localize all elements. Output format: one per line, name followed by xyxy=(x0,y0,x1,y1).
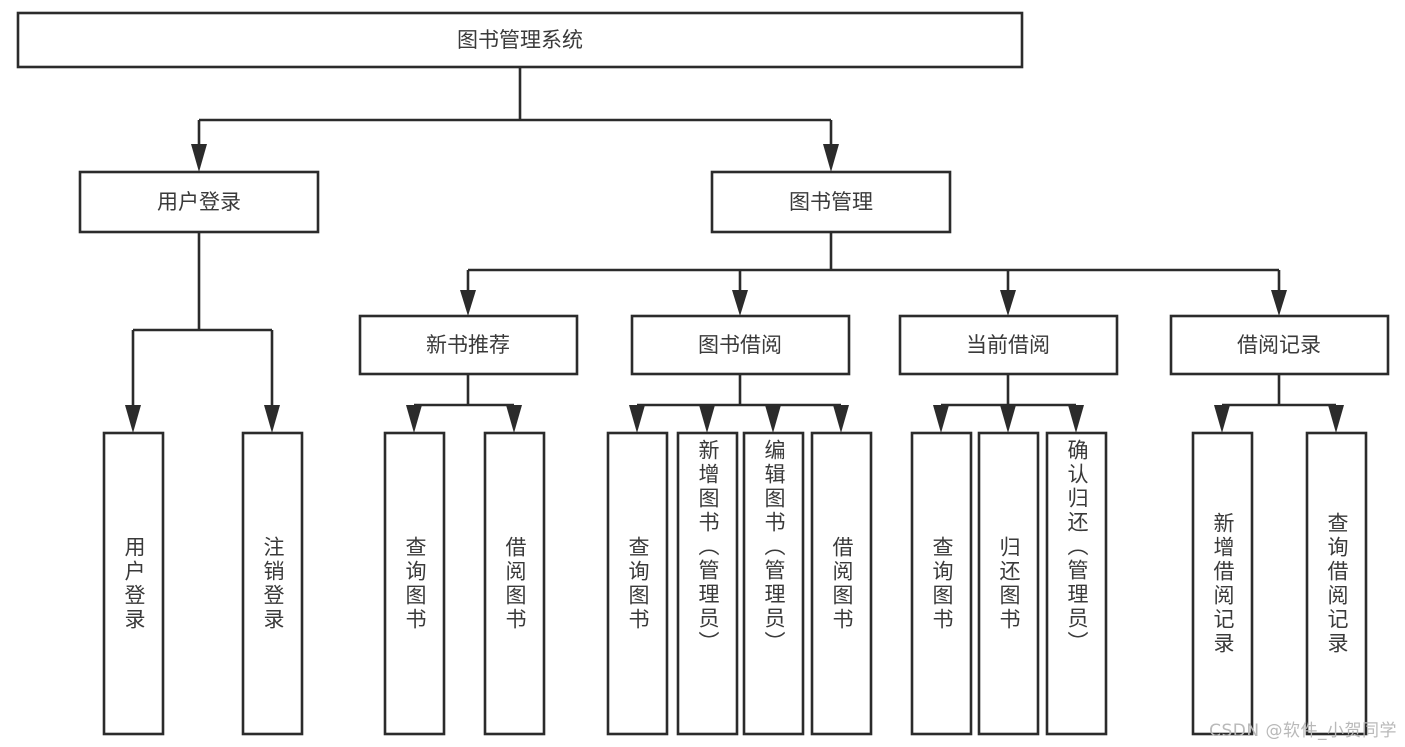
leaf-box-query-book-2[interactable] xyxy=(606,431,669,736)
connector-bookmanage-to-level3 xyxy=(460,232,1287,316)
new-book-recommend-box xyxy=(358,314,579,376)
connector-borrowrecord-to-leaves xyxy=(1214,374,1344,433)
connector-newbook-to-leaves xyxy=(406,374,522,433)
connector-currentborrow-to-leaves xyxy=(933,374,1084,433)
leaf-box-add-book-admin[interactable] xyxy=(676,431,739,736)
book-manage-label: 图书管理 xyxy=(789,190,873,214)
arrow-to-user-login xyxy=(191,144,207,172)
arrow-to-book-manage xyxy=(823,144,839,172)
connector-root-to-level2 xyxy=(191,67,839,172)
node-root[interactable]: 图书管理系统 xyxy=(16,11,1024,69)
current-borrow-label: 当前借阅 xyxy=(966,333,1050,357)
root-label: 图书管理系统 xyxy=(457,28,583,52)
leaf-box-user-login[interactable] xyxy=(102,431,165,736)
current-borrow-box xyxy=(898,314,1119,376)
node-new-book-recommend[interactable]: 新书推荐 xyxy=(358,314,579,376)
book-borrow-label: 图书借阅 xyxy=(698,333,782,357)
connector-userlogin-to-leaves xyxy=(125,232,280,433)
leaf-box-add-borrow-record[interactable] xyxy=(1191,431,1254,736)
root-box xyxy=(16,11,1024,69)
new-book-recommend-label: 新书推荐 xyxy=(426,333,510,357)
leaf-box-confirm-return-admin[interactable] xyxy=(1045,431,1108,736)
leaf-box-edit-book-admin[interactable] xyxy=(742,431,805,736)
node-book-borrow[interactable]: 图书借阅 xyxy=(630,314,851,376)
node-user-login[interactable]: 用户登录 xyxy=(78,170,320,234)
leaf-box-query-book-3[interactable] xyxy=(910,431,973,736)
leaf-box-borrow-book-1[interactable] xyxy=(483,431,546,736)
user-login-label: 用户登录 xyxy=(157,190,241,214)
node-borrow-record[interactable]: 借阅记录 xyxy=(1169,314,1390,376)
leaf-box-borrow-book-2[interactable] xyxy=(810,431,873,736)
connector-bookborrow-to-leaves xyxy=(629,374,849,433)
leaf-box-query-book-1[interactable] xyxy=(383,431,446,736)
node-book-manage[interactable]: 图书管理 xyxy=(710,170,952,234)
user-login-box xyxy=(78,170,320,234)
node-current-borrow[interactable]: 当前借阅 xyxy=(898,314,1119,376)
borrow-record-label: 借阅记录 xyxy=(1237,333,1321,357)
leaf-box-logout[interactable] xyxy=(241,431,304,736)
leaf-box-return-book[interactable] xyxy=(977,431,1040,736)
watermark-text: CSDN @软件_小贺同学 xyxy=(1209,721,1397,741)
leaf-box-query-borrow-record[interactable] xyxy=(1305,431,1368,736)
